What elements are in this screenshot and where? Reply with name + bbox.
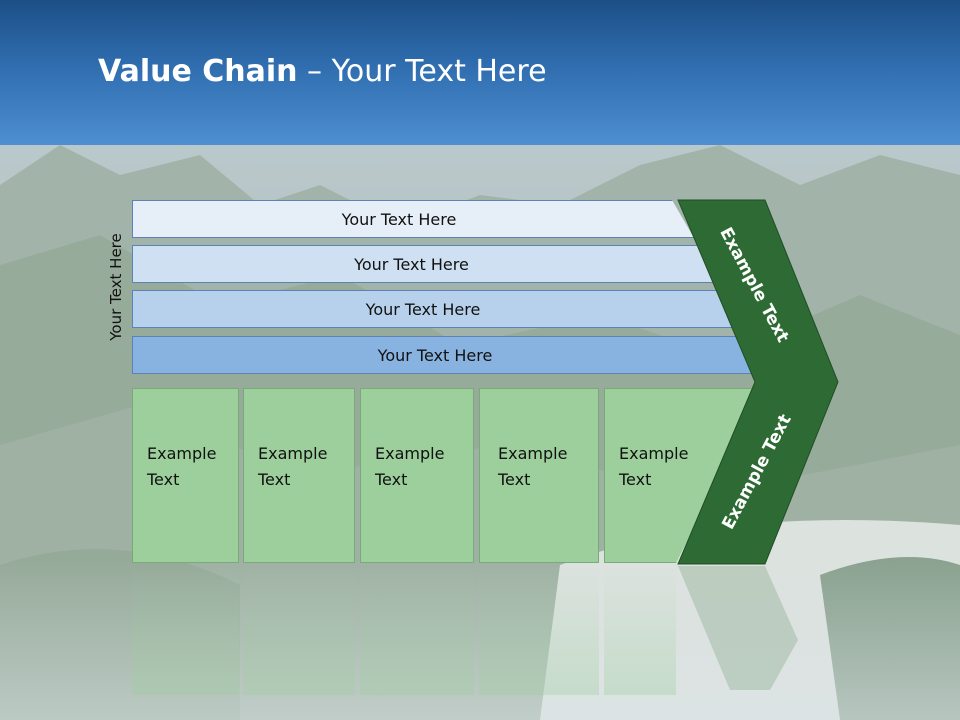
title-rest: – Your Text Here bbox=[297, 54, 547, 89]
value-row-4: Your Text Here bbox=[132, 336, 766, 374]
activity-box-2-line2: Text bbox=[258, 470, 291, 489]
activity-box-4-line1: Example bbox=[498, 444, 568, 463]
value-row-1: Your Text Here bbox=[132, 200, 694, 238]
value-row-4-label: Your Text Here bbox=[377, 345, 493, 365]
activity-box-5-line2: Text bbox=[619, 470, 652, 489]
activity-box-1-line2: Text bbox=[147, 470, 180, 489]
header-bar bbox=[0, 0, 960, 145]
activity-box-3-line2: Text bbox=[375, 470, 408, 489]
activity-box-4-line2: Text bbox=[498, 470, 531, 489]
activity-box-5-line1: Example bbox=[619, 444, 689, 463]
activity-box-3-line1: Example bbox=[375, 444, 445, 463]
value-row-3: Your Text Here bbox=[132, 290, 742, 328]
page-title: Value Chain – Your Text Here bbox=[98, 54, 547, 89]
activity-box-2-line1: Example bbox=[258, 444, 328, 463]
value-row-1-label: Your Text Here bbox=[341, 209, 457, 229]
activity-box-1-line1: Example bbox=[147, 444, 217, 463]
value-row-2-label: Your Text Here bbox=[354, 254, 469, 274]
value-row-2: Your Text Here bbox=[132, 245, 719, 283]
title-bold: Value Chain bbox=[98, 54, 298, 89]
value-row-3-label: Your Text Here bbox=[365, 299, 481, 319]
bottom-fade bbox=[0, 560, 960, 720]
